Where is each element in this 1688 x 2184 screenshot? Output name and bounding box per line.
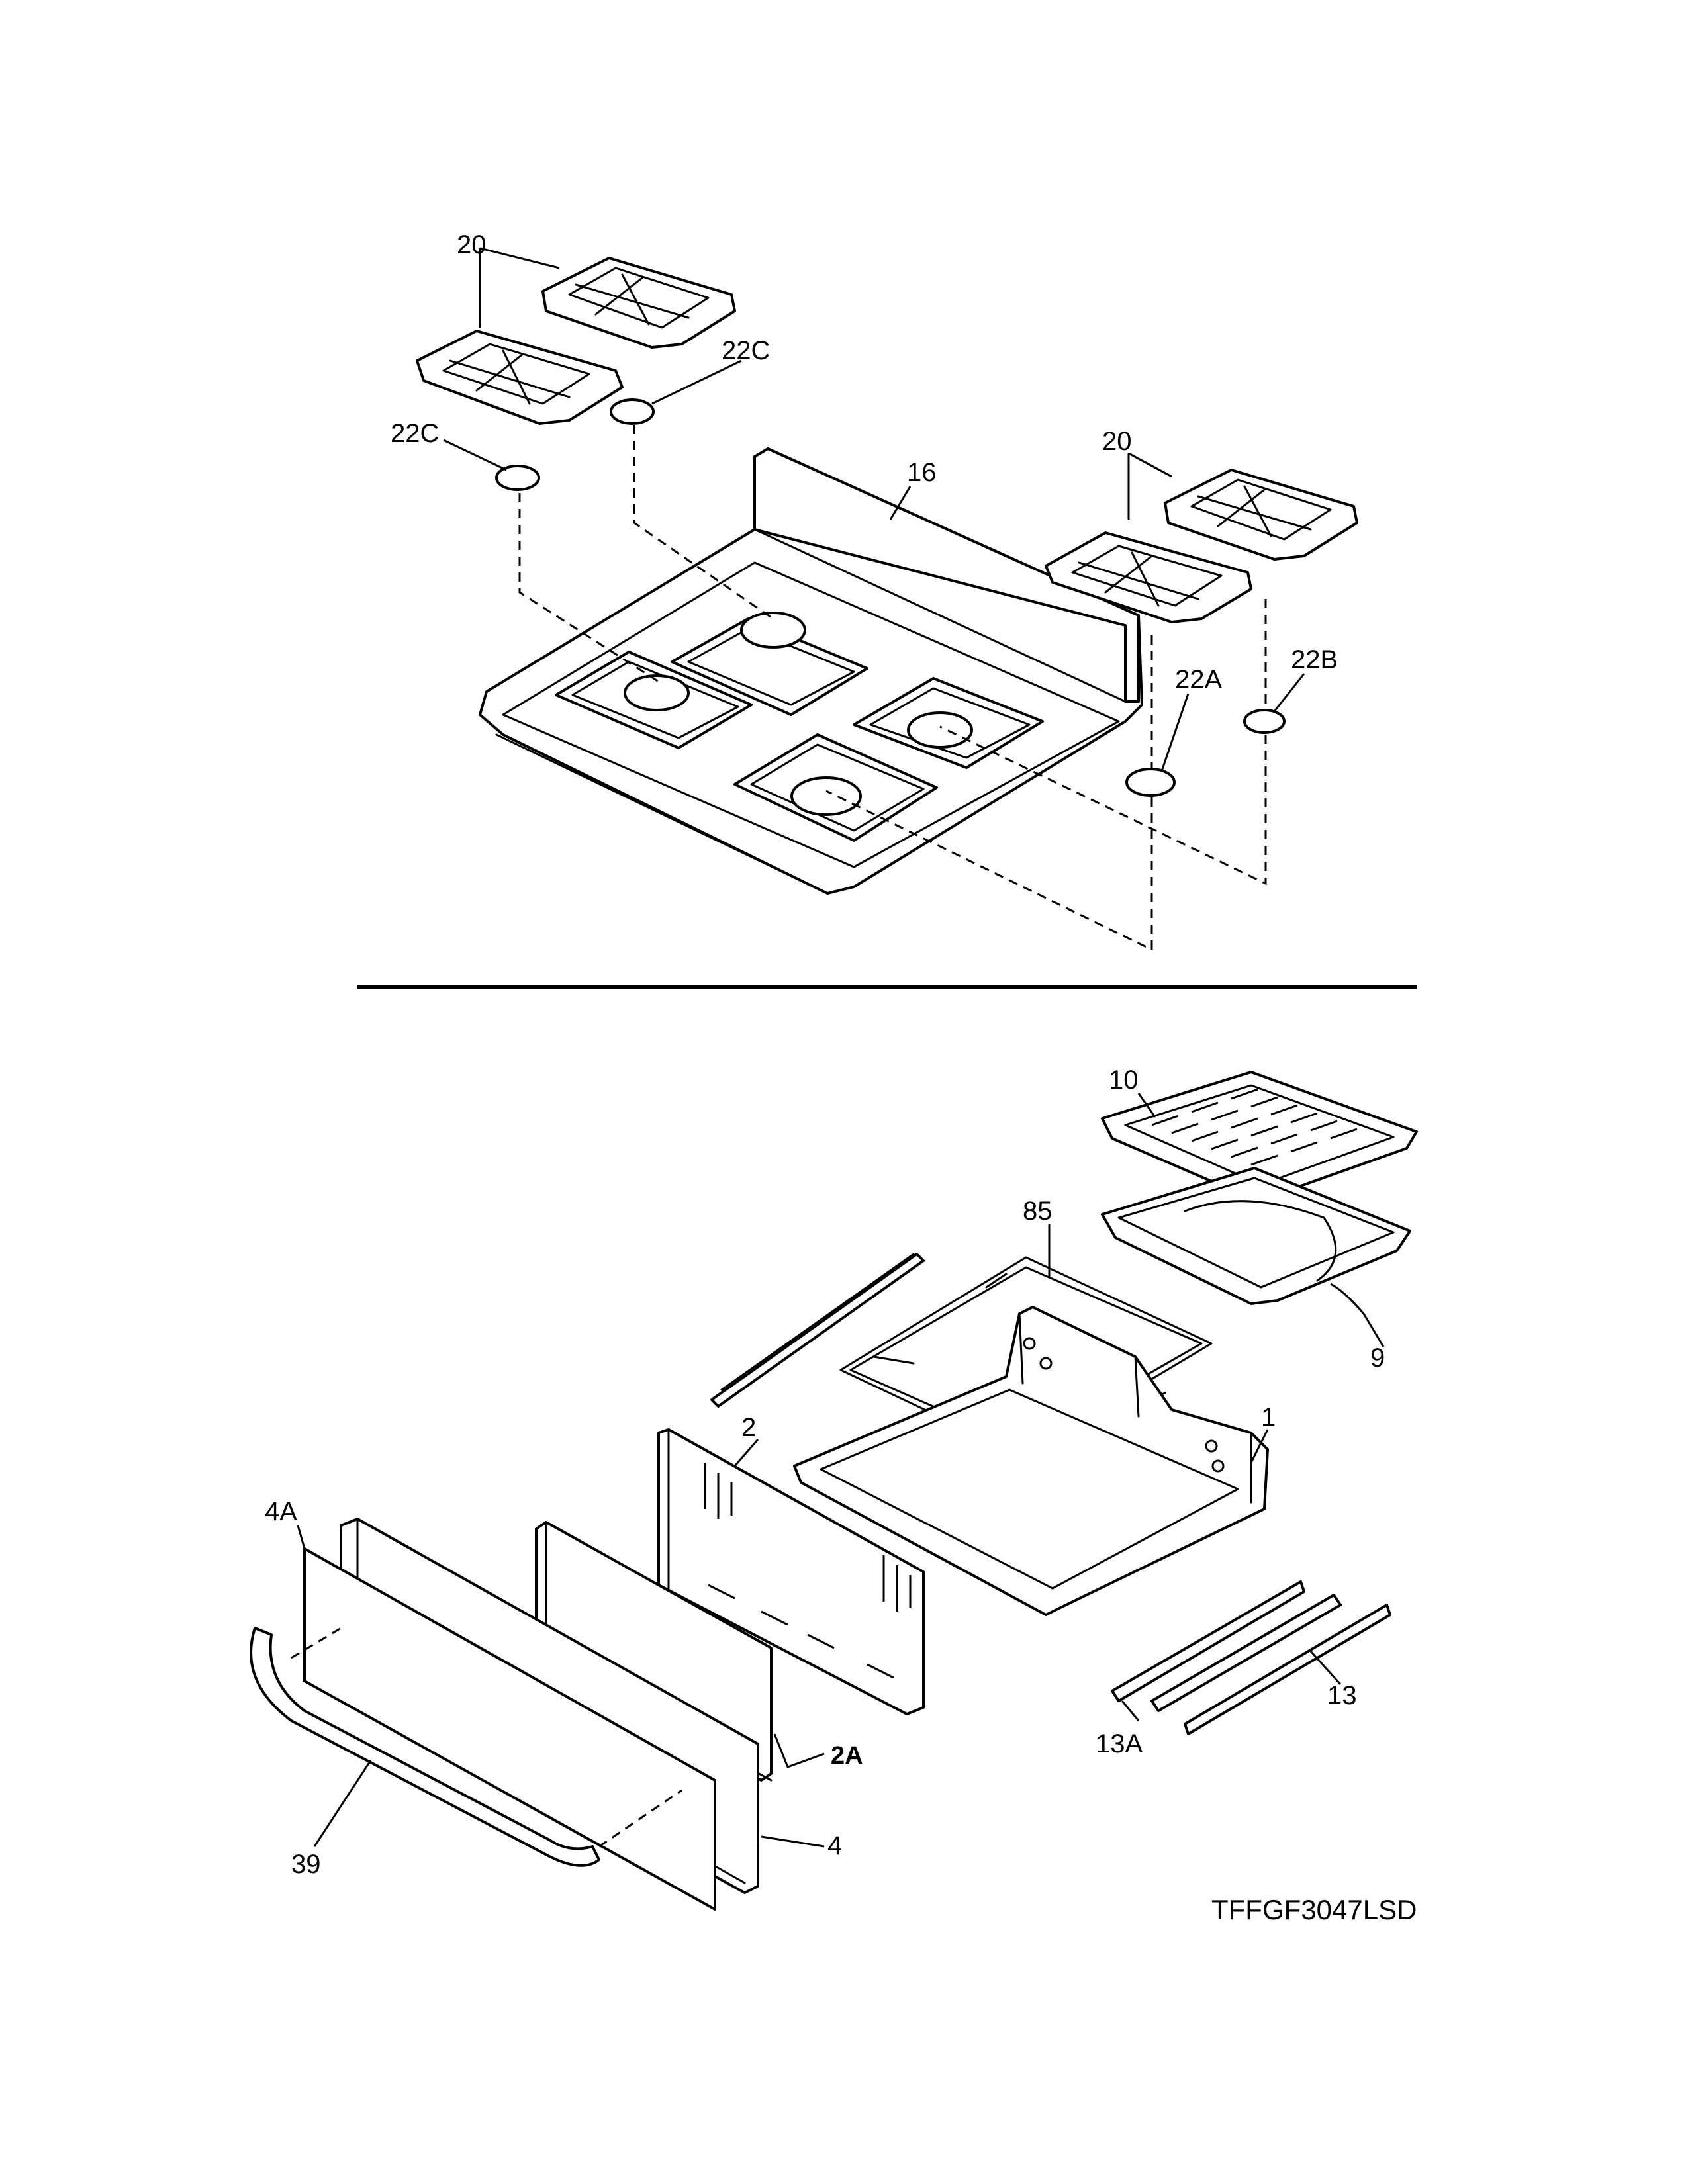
broiler-pan: [1101, 1167, 1411, 1305]
label-4a: 4A: [265, 1497, 297, 1526]
label-22a: 22A: [1175, 665, 1222, 694]
label-22c-upper: 22C: [722, 336, 770, 365]
label-1: 1: [1261, 1403, 1276, 1432]
label-16: 16: [907, 458, 937, 487]
drawer-body: [793, 1306, 1269, 1616]
model-code: TFFGF3047LSD: [1211, 1894, 1417, 1925]
cap-22c-left: [495, 465, 540, 491]
label-13a: 13A: [1096, 1729, 1143, 1758]
grate-pair-right: [1045, 469, 1358, 623]
label-9: 9: [1370, 1343, 1385, 1373]
drawer-rail-left: [710, 1253, 925, 1408]
broiler-grid: [1101, 1071, 1418, 1203]
drawer-slide-13a: [1111, 1580, 1342, 1712]
drawer-handle: [250, 1627, 600, 1867]
label-2a: 2A: [831, 1742, 863, 1770]
broiler-grid-slots: [1151, 1088, 1358, 1166]
cap-22b: [1243, 709, 1286, 734]
label-20-right: 20: [1102, 427, 1132, 456]
label-4: 4: [827, 1831, 842, 1860]
label-13: 13: [1327, 1681, 1357, 1710]
label-20-left: 20: [457, 230, 487, 259]
label-2: 2: [741, 1413, 756, 1442]
cooktop-backsplash: [753, 447, 1140, 703]
label-10: 10: [1109, 1066, 1139, 1095]
drawer-slide-13: [1184, 1604, 1391, 1735]
cap-22a: [1125, 768, 1176, 797]
burner-rear-left: [740, 612, 806, 649]
drawer-panel-4a: [303, 1547, 716, 1911]
label-39: 39: [291, 1850, 321, 1879]
label-22c-left: 22C: [391, 419, 439, 448]
section-divider: [357, 985, 1417, 989]
cooktop-assembly: [479, 447, 1143, 895]
label-22b: 22B: [1291, 645, 1338, 674]
label-85: 85: [1023, 1197, 1053, 1226]
burner-front-left: [624, 674, 690, 711]
burner-rear-right: [907, 711, 973, 749]
grate-pair-left: [416, 257, 736, 425]
cap-22c-upper: [610, 398, 655, 425]
burner-front-right: [790, 776, 862, 816]
